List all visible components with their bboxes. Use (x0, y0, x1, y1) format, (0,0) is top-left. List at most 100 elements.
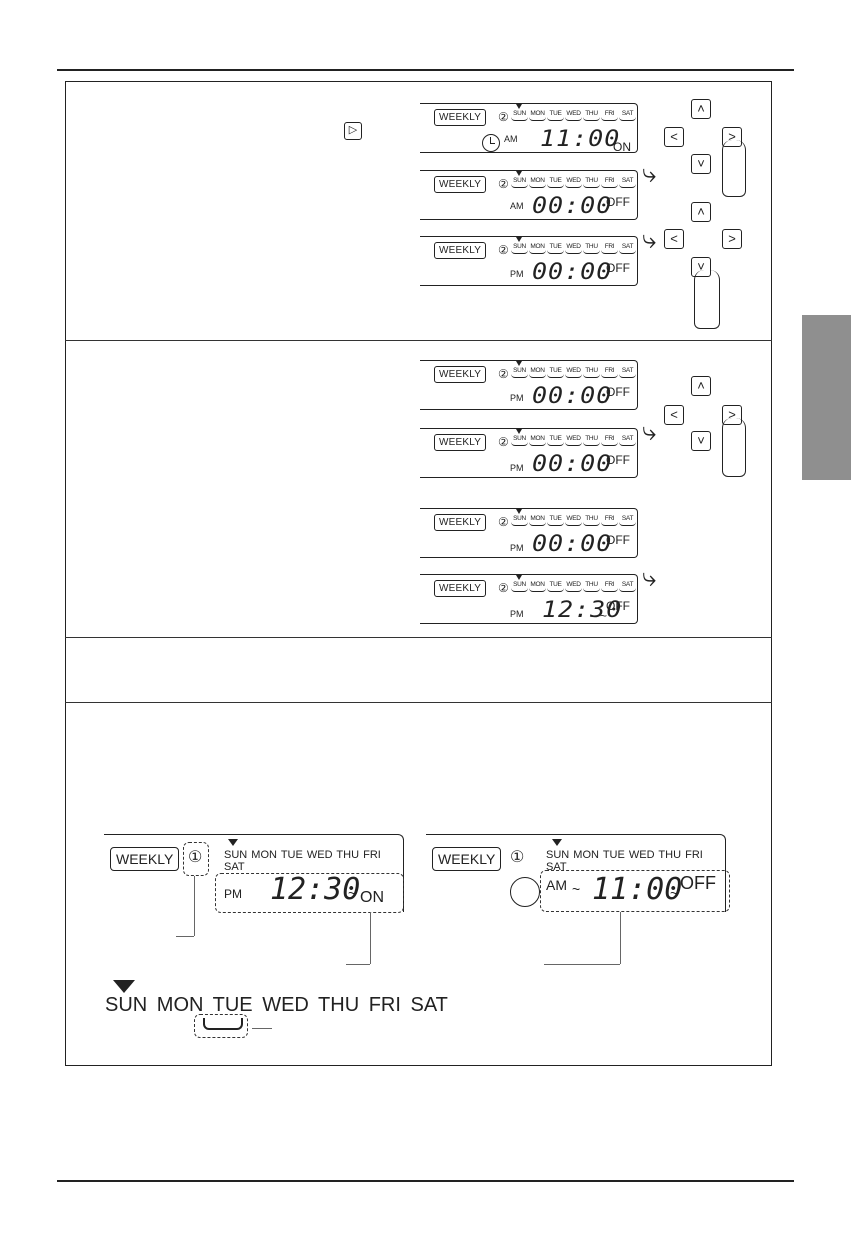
up-key[interactable]: ˄ (691, 99, 711, 119)
day-label: TUE (547, 243, 564, 254)
hand-pointer-icon (722, 140, 746, 197)
program-number: ② (498, 110, 509, 124)
top-rule (57, 69, 794, 71)
day-pointer-icon (228, 839, 238, 846)
day-label: THU (583, 581, 600, 592)
day-label: WED (565, 110, 582, 121)
day-label: MON (529, 177, 546, 188)
left-key[interactable]: < (664, 127, 684, 147)
program-number: ② (498, 177, 509, 191)
day-pointer-icon (516, 509, 522, 514)
weekly-label: WEEKLY (434, 242, 487, 259)
curved-arrow-icon: ⤷ (642, 416, 657, 446)
day-label: WED (565, 515, 582, 526)
day-label: SAT (619, 243, 636, 254)
day-label: THU (658, 849, 682, 861)
time-highlight-left (215, 873, 404, 913)
left-key[interactable]: < (664, 229, 684, 249)
leader-line (252, 1028, 272, 1029)
day-label: WED (628, 849, 655, 861)
day-label: THU (583, 177, 600, 188)
am-indicator: AM (504, 134, 518, 144)
time-digits: 00:00 (532, 450, 613, 477)
day-pointer-icon (516, 171, 522, 176)
day-pointer-icon (516, 429, 522, 434)
section-tab (802, 315, 851, 480)
day-label: FRI (363, 849, 381, 861)
day-pointer-icon (113, 980, 135, 993)
day-row: SUN MON TUE WED THU FRI SAT (224, 849, 403, 873)
up-key[interactable]: ˄ (691, 376, 711, 396)
day-label: SUN (511, 243, 528, 254)
down-key[interactable]: ˅ (691, 431, 711, 451)
day-label: FRI (601, 367, 618, 378)
tilde: ~ (600, 609, 608, 623)
hand-pointer-icon (722, 418, 746, 477)
weekly-label: WEEKLY (434, 366, 487, 383)
divider-1 (65, 340, 772, 341)
day-label: THU (583, 110, 600, 121)
time-digits: 12:30 (270, 872, 361, 907)
day-label: SAT (619, 367, 636, 378)
leader-line (370, 912, 371, 964)
day-label: FRI (601, 177, 618, 188)
weekly-label: WEEKLY (434, 109, 487, 126)
day-label: TUE (547, 515, 564, 526)
day-label: MON (573, 849, 599, 861)
program-number: ② (498, 367, 509, 381)
example-lcd-right: WEEKLY ① SUN MON TUE WED THU FRI SAT AM … (426, 834, 726, 912)
day-pointer-icon (516, 104, 522, 109)
day-label: SAT (619, 515, 636, 526)
program-number-highlight (183, 842, 209, 876)
curved-arrow-icon: ⤷ (642, 224, 657, 254)
time-digits: 12:30 (542, 596, 623, 623)
down-key[interactable]: ˅ (691, 154, 711, 174)
day-label: THU (336, 849, 360, 861)
up-key[interactable]: ˄ (691, 202, 711, 222)
day-label: TUE (602, 849, 625, 861)
am-indicator: AM (546, 877, 567, 893)
day-label: SAT (619, 435, 636, 446)
day-label: FRI (601, 515, 618, 526)
inline-right-key-icon: ▷ (344, 122, 362, 140)
off-indicator: OFF (606, 195, 630, 209)
instruction-frame (65, 81, 772, 1066)
day-label: TUE (547, 435, 564, 446)
tilde: ~ (600, 271, 608, 285)
curved-arrow-icon: ⤷ (642, 562, 657, 592)
day-label: TUE (280, 849, 303, 861)
day-label: WED (565, 581, 582, 592)
day-label: SUN (511, 177, 528, 188)
weekly-label: WEEKLY (434, 434, 487, 451)
weekly-label: WEEKLY (110, 847, 180, 871)
right-key[interactable]: > (722, 229, 742, 249)
program-number: ① (510, 849, 525, 866)
day-label: TUE (547, 581, 564, 592)
day-label: FRI (601, 110, 618, 121)
day-label: MON (529, 243, 546, 254)
hand-pointer-icon (694, 270, 720, 329)
weekly-label: WEEKLY (434, 176, 487, 193)
day-underline-bracket (203, 1018, 243, 1030)
day-label: MON (529, 515, 546, 526)
day-label: THU (583, 367, 600, 378)
program-number: ① (188, 849, 203, 866)
day-label: FRI (601, 581, 618, 592)
tilde: ~ (600, 205, 608, 219)
day-label: TUE (547, 367, 564, 378)
on-indicator: ON (613, 140, 631, 154)
time-digits: 11:00 (592, 872, 683, 907)
am-indicator: AM (510, 201, 524, 211)
tilde: ~ (348, 885, 357, 901)
program-number: ② (498, 243, 509, 257)
divider-3 (65, 702, 772, 703)
left-key[interactable]: < (664, 405, 684, 425)
day-label: THU (583, 435, 600, 446)
program-number: ② (498, 581, 509, 595)
